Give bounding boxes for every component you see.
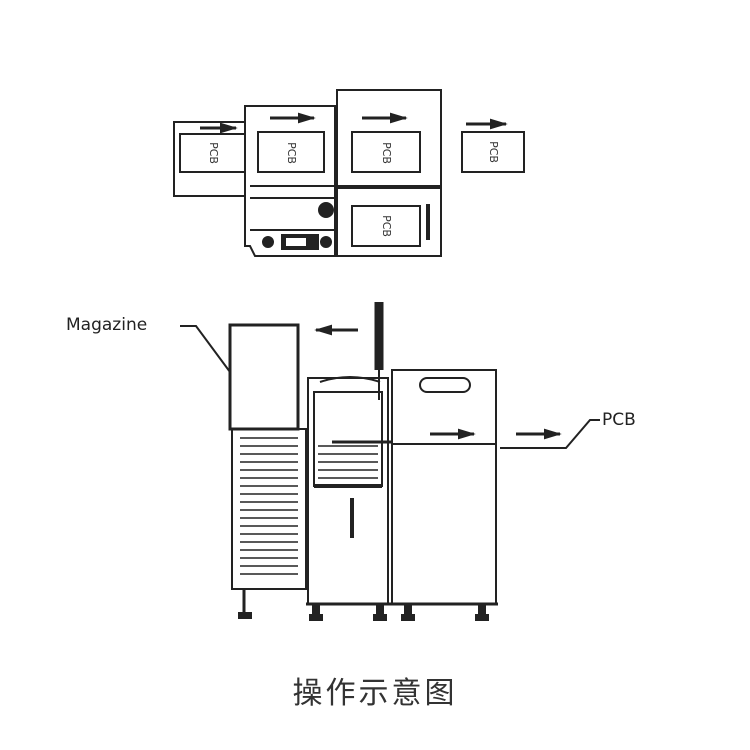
top-loader-body: [244, 105, 336, 257]
magazine-leader-line: [180, 325, 231, 373]
pcb-leader-line: [500, 419, 600, 449]
machine-feet: [238, 604, 489, 621]
top-view: [173, 89, 525, 257]
pcb-tag-1: PCB: [207, 142, 220, 164]
top-pcb-board-4: [351, 205, 421, 247]
top-pcb-board-out: [461, 131, 525, 173]
top-lower-module: [336, 187, 442, 257]
elevator-slots: [318, 445, 378, 479]
top-knob: [318, 202, 334, 218]
handle-slot: [419, 377, 471, 393]
top-pcb-board-3: [351, 131, 421, 173]
pcb-tag-2: PCB: [285, 142, 298, 164]
front-flow-arrows: [314, 324, 562, 440]
magazine-label: Magazine: [66, 315, 147, 335]
pcb-callout-label: PCB: [602, 410, 636, 430]
front-view: [228, 302, 498, 621]
pcb-tag-3: PCB: [380, 142, 393, 164]
main-unit-cabinet: [391, 369, 497, 605]
magazine-box: [228, 323, 300, 431]
pcb-tag-4: PCB: [380, 215, 393, 237]
diagram-caption: 操作示意图: [292, 676, 458, 711]
elevator-basket: [313, 391, 383, 487]
top-pcb-board-2: [257, 131, 325, 173]
top-flow-arrows: [200, 112, 508, 134]
top-main-module: [336, 89, 442, 187]
pcb-tag-5: PCB: [487, 141, 500, 163]
magazine-rack: [231, 428, 307, 590]
magazine-rack-slots: [240, 437, 298, 575]
